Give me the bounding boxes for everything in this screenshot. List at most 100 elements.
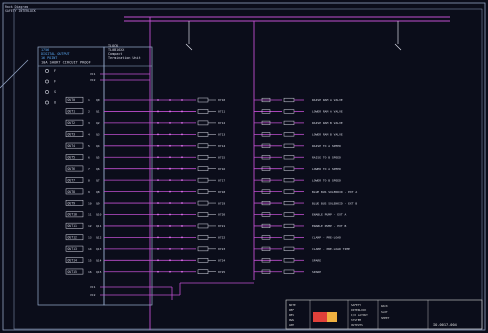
output-tag: OUT1 xyxy=(68,110,76,114)
vc-terminal-label: VC2 xyxy=(90,293,96,297)
module-right-title-3: Compact xyxy=(108,52,122,56)
wire-junction xyxy=(181,213,183,216)
output-tag: OUT4 xyxy=(68,144,76,148)
load-description: LOWER RAM A VALVE xyxy=(312,110,343,114)
load-terminal xyxy=(261,143,271,148)
output-tag-box xyxy=(65,200,84,206)
load-device xyxy=(283,223,295,228)
wire-number: 0722 xyxy=(218,236,225,240)
output-pin: Q15 xyxy=(96,270,102,274)
wire-number: 0716 xyxy=(218,167,225,171)
wire-number: 0719 xyxy=(218,201,225,205)
wire-junction xyxy=(181,270,183,273)
wire-junction xyxy=(169,179,171,182)
fuse-block xyxy=(197,269,209,274)
wire-junction xyxy=(157,110,159,113)
wire-junction xyxy=(181,167,183,170)
wire-junction xyxy=(169,236,171,239)
output-tag-box xyxy=(65,177,84,183)
load-terminal xyxy=(261,223,271,228)
wire-number: 0720 xyxy=(218,213,225,217)
output-tag-box xyxy=(65,108,84,115)
output-tag-box xyxy=(65,154,84,160)
supply-rails xyxy=(124,16,450,330)
title-block-field: OUTPUTS xyxy=(351,323,363,327)
leader-line xyxy=(0,59,29,89)
output-pin: Q11 xyxy=(96,224,102,228)
output-pin: Q13 xyxy=(96,247,102,251)
load-terminal xyxy=(261,269,271,274)
output-tag: OUT8 xyxy=(68,190,76,194)
wire-junction xyxy=(181,225,183,227)
header-line-2: SAFETY INTERLOCK xyxy=(5,9,36,13)
title-block-field: SLOT xyxy=(381,310,388,314)
output-terminal: 3 xyxy=(88,121,90,125)
drawing-number: IO-0017-004 xyxy=(433,323,457,327)
output-tag: OUT10 xyxy=(68,213,77,217)
wire-junction xyxy=(157,179,159,182)
wire-junction xyxy=(181,144,183,147)
load-device xyxy=(283,189,295,194)
output-tag: OUT14 xyxy=(68,259,77,263)
fuse-symbols xyxy=(185,21,402,51)
wire-junction xyxy=(169,156,171,159)
load-description: SPARE xyxy=(312,259,321,263)
output-tag: OUT0 xyxy=(68,98,76,102)
title-block-field: SAFETY xyxy=(351,303,361,307)
vc-terminal-label: VC1 xyxy=(90,72,96,76)
title-block-field: NOTE xyxy=(289,303,296,307)
output-pin: Q6 xyxy=(96,167,100,171)
output-terminal: 13 xyxy=(88,236,92,240)
output-pin: Q5 xyxy=(96,155,100,159)
module-right-title-1: TLOCK xyxy=(108,44,119,48)
load-device xyxy=(283,97,295,103)
wire-junction xyxy=(181,202,183,204)
module-left-title-1: 1756 xyxy=(41,48,49,52)
title-block-field: DWG xyxy=(289,318,294,322)
load-terminal xyxy=(261,246,271,251)
load-description: BLUE BUS SOLENOID - EXT A xyxy=(312,190,357,194)
wire-junction xyxy=(169,122,171,124)
load-terminal xyxy=(261,189,271,194)
output-terminal: 5 xyxy=(88,144,90,148)
load-terminal xyxy=(261,120,271,125)
load-device xyxy=(283,212,295,217)
wire-junction xyxy=(169,270,171,273)
load-device xyxy=(283,201,295,206)
output-pin: Q1 xyxy=(96,110,100,114)
wire-number: 0713 xyxy=(218,133,225,137)
load-description: SPARE xyxy=(312,270,321,274)
wire-junction xyxy=(157,259,159,262)
load-description: RAISE RAM B VALVE xyxy=(312,121,343,125)
output-tag: OUT12 xyxy=(68,236,77,240)
wire-junction xyxy=(181,236,183,239)
load-terminal xyxy=(261,166,271,171)
output-pin: Q4 xyxy=(96,144,100,148)
fuse-block xyxy=(197,143,209,149)
load-description: BLUE BUS SOLENOID - EXT B xyxy=(312,201,357,205)
load-device xyxy=(283,246,295,251)
load-description: ENABLE PUMP - EXT B xyxy=(312,224,347,228)
output-pin: Q8 xyxy=(96,190,100,194)
fuse-block xyxy=(197,223,209,229)
output-terminal: 11 xyxy=(88,213,92,217)
module-left-title-3: 16 POINT xyxy=(41,56,57,60)
output-terminal: 12 xyxy=(88,224,92,228)
wire-junction xyxy=(157,133,159,136)
wire-number: 0714 xyxy=(218,144,225,148)
wire-junction xyxy=(169,167,171,170)
output-tag: OUT5 xyxy=(68,155,76,159)
title-block-field: RACK xyxy=(381,304,388,308)
fuse-block xyxy=(197,155,209,160)
